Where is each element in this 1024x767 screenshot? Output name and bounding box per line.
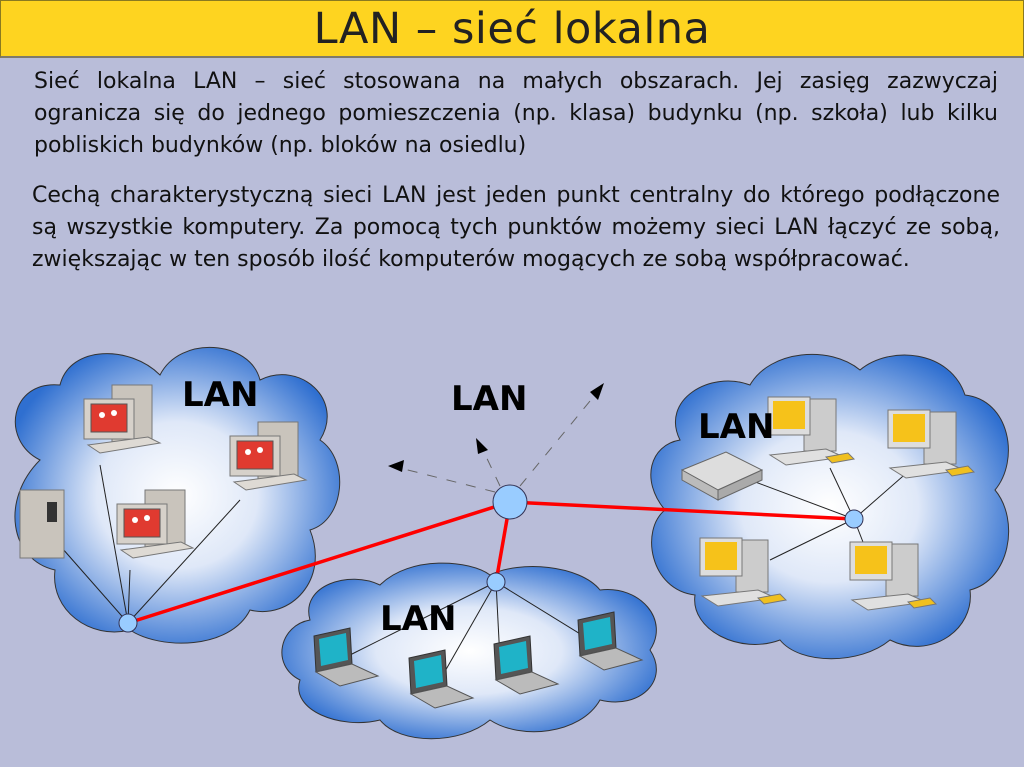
paragraph-characteristic: Cechą charakterystyczną sieci LAN jest j… bbox=[32, 183, 1000, 272]
arrow-head-icon bbox=[388, 460, 404, 472]
local-connections bbox=[61, 464, 911, 681]
arrow-head-icon bbox=[476, 438, 488, 454]
lan-label-right: LAN bbox=[698, 407, 774, 447]
hub-left bbox=[118, 613, 138, 633]
lan-label-bottom: LAN bbox=[380, 599, 456, 639]
cloud-bottom bbox=[281, 562, 657, 740]
paragraph-definition: Sieć lokalna LAN – sieć stosowana na mał… bbox=[34, 69, 998, 158]
expansion-arrows bbox=[399, 394, 596, 493]
title-bar: LAN – sieć lokalna bbox=[0, 0, 1024, 58]
network-device bbox=[680, 451, 764, 501]
hub-bottom bbox=[486, 572, 506, 592]
hub-central bbox=[492, 484, 528, 520]
lan-label-left: LAN bbox=[182, 375, 258, 415]
lan-label-center: LAN bbox=[451, 379, 527, 419]
server-tower bbox=[19, 489, 65, 559]
arrow-head-icon bbox=[590, 383, 604, 400]
hub-right bbox=[844, 509, 864, 529]
slide-title: LAN – sieć lokalna bbox=[313, 3, 711, 54]
